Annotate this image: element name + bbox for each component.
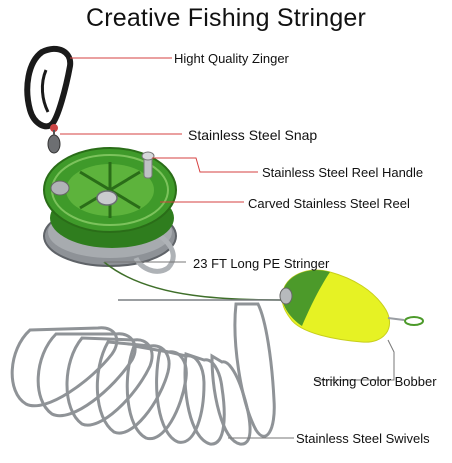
callout-bobber: Striking Color Bobber [313, 374, 437, 389]
callout-stringer: 23 FT Long PE Stringer [193, 256, 330, 271]
callout-leaders [60, 57, 258, 203]
swivel-snaps-icon [10, 302, 276, 446]
callout-snap: Stainless Steel Snap [188, 127, 318, 143]
bobber-icon [279, 269, 424, 343]
callout-swivels: Stainless Steel Swivels [296, 431, 430, 446]
carabiner-icon [24, 45, 74, 132]
callout-zinger: Hight Quality Zinger [174, 51, 289, 66]
reel-icon [43, 147, 177, 274]
snap-swivel-icon [47, 130, 61, 154]
page-title: Creative Fishing Stringer [85, 4, 367, 32]
reel-handle-icon [141, 151, 155, 179]
callout-handle: Stainless Steel Reel Handle [262, 165, 424, 180]
callout-reel: Carved Stainless Steel Reel [248, 196, 410, 211]
